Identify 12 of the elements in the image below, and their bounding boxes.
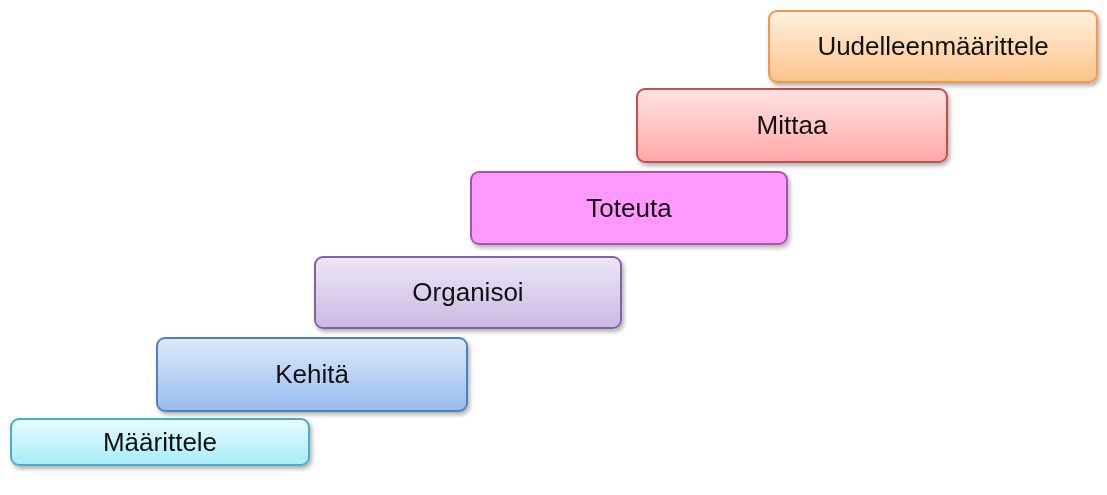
step-label: Kehitä bbox=[275, 359, 349, 390]
step-label: Organisoi bbox=[412, 277, 524, 308]
step-box bbox=[636, 88, 948, 163]
step-box bbox=[156, 337, 468, 412]
step-box bbox=[470, 171, 788, 245]
step-box bbox=[768, 10, 1098, 83]
step-label: Mittaa bbox=[756, 110, 828, 141]
step-label: Toteuta bbox=[586, 192, 672, 224]
step-label: Määrittele bbox=[102, 426, 218, 458]
step-box bbox=[10, 418, 310, 466]
step-box bbox=[314, 256, 622, 329]
step-label: Uudelleenmäärittele bbox=[817, 31, 1049, 62]
